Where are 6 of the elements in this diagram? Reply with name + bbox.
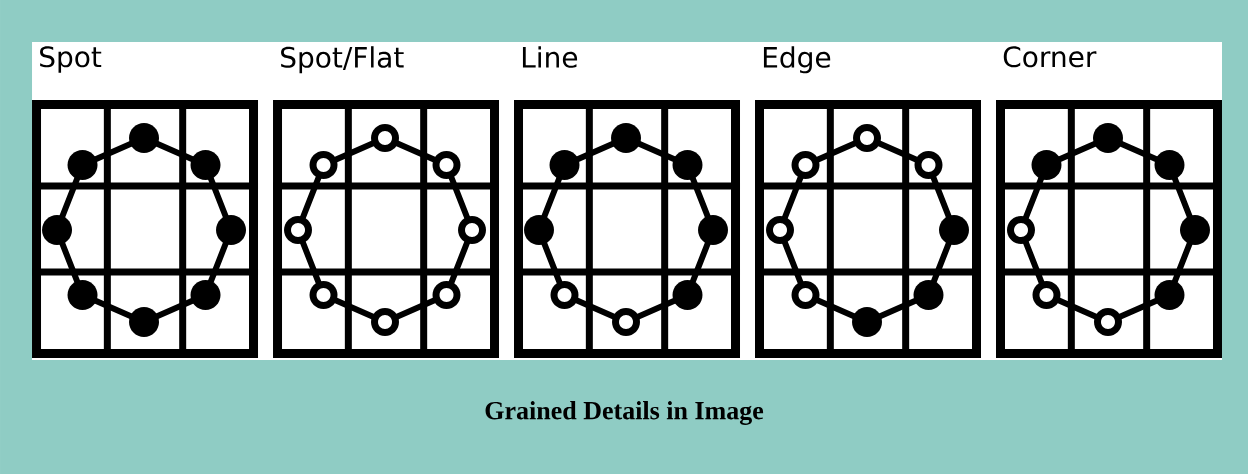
- panel-heading: Line: [522, 46, 578, 68]
- caption: Grained Details in Image: [485, 401, 764, 425]
- panel-heading: Spot/Flat: [281, 46, 404, 74]
- panel-heading: Corner: [1003, 46, 1097, 68]
- panel-heading: Edge: [763, 46, 831, 74]
- panel-heading: Spot: [40, 46, 102, 73]
